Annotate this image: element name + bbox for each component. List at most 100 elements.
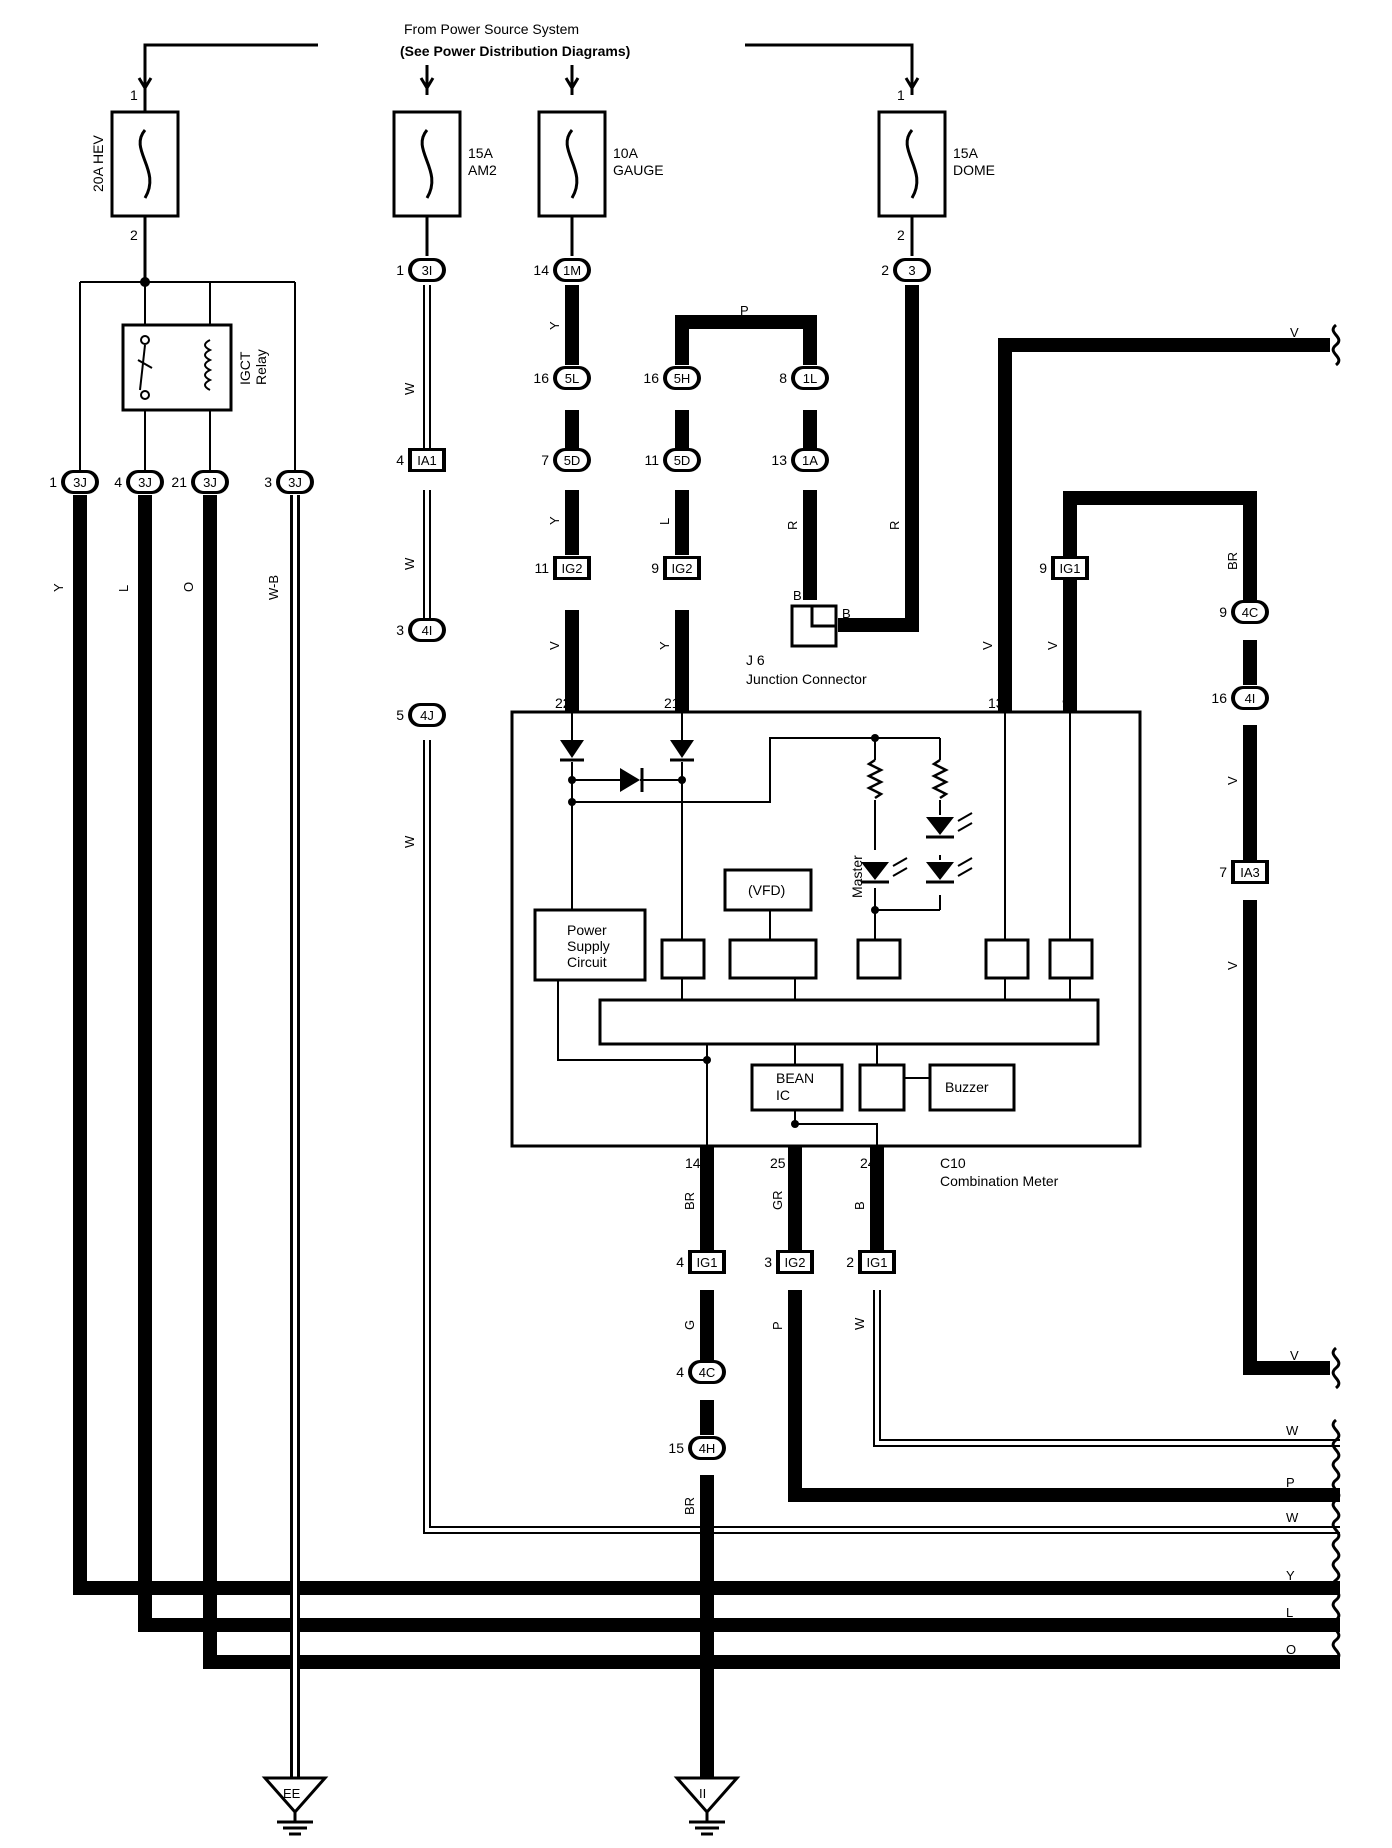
connector-label: 5H	[674, 371, 691, 386]
meter-pin-13: 13	[988, 695, 1004, 711]
connector-pin: 2	[846, 1254, 854, 1270]
wc-p-top: P	[740, 303, 749, 318]
fuse-hev-label: 20A HEV	[90, 135, 106, 192]
connector-label: 3J	[138, 475, 152, 490]
connector-label: 4J	[420, 708, 434, 723]
connector-label: 3J	[203, 475, 217, 490]
am2-w-wire	[423, 285, 1340, 1534]
edge-y: Y	[1286, 1568, 1295, 1583]
relay-line1: IGCT	[237, 351, 253, 385]
connector-c3-2: 32	[881, 258, 931, 282]
connector-label: 1A	[802, 453, 818, 468]
meter-id: C10	[940, 1155, 966, 1171]
vfd-block: (VFD)	[723, 868, 813, 912]
hev-thick-wires	[73, 495, 1340, 1669]
connector-pin: 4	[114, 474, 122, 490]
buzzer-driver-block	[858, 1063, 906, 1112]
connector-pin: 11	[644, 452, 659, 468]
connector-pin: 9	[651, 560, 659, 576]
meter-pin-21: 21	[664, 695, 680, 711]
connector-label: 3J	[73, 475, 87, 490]
fuse-hev: 1 2 20A HEV	[90, 87, 180, 282]
connector-label: 5D	[564, 453, 581, 468]
vfd-driver-block	[728, 938, 818, 980]
wc-br-right: BR	[1225, 552, 1240, 570]
connector-label: 1M	[563, 263, 581, 278]
bean-ic-block: BEAN IC	[750, 1063, 844, 1112]
led-lower	[926, 857, 973, 884]
wc-am2-w3: W	[402, 835, 417, 848]
fuse-dome: 1 2 15A DOME	[877, 87, 995, 256]
power-source-line2: (See Power Distribution Diagrams)	[400, 43, 630, 59]
meter-lower-wires	[700, 1146, 1340, 1778]
fuse-hev-pin-out: 2	[130, 227, 138, 243]
connector-c4c-4: 4C4	[676, 1360, 726, 1384]
connector-label: 4H	[699, 1441, 716, 1456]
connector-label: 1L	[803, 371, 817, 386]
connector-pin: 2	[881, 262, 889, 278]
buzzer-label: Buzzer	[945, 1079, 989, 1095]
fuse-am2: 15A AM2	[392, 110, 497, 256]
wc-mid-l: L	[657, 518, 672, 525]
connector-label: 4I	[1245, 691, 1256, 706]
wc-mid-y: Y	[657, 641, 672, 650]
connector-pin: 7	[1219, 864, 1227, 880]
combination-meter-c10: Master Power Supply Circuit (VFD) BEAN I…	[510, 695, 1142, 1189]
edge-o: O	[1286, 1642, 1296, 1657]
fuse-am2-name: AM2	[468, 162, 497, 178]
igct-relay: IGCT Relay	[121, 323, 269, 412]
dome-r-wire	[838, 285, 919, 632]
connector-pin: 1	[396, 262, 404, 278]
connector-label: 3I	[422, 263, 433, 278]
connector-label: IA3	[1240, 865, 1260, 880]
connector-label: 3J	[288, 475, 302, 490]
wc-r1: R	[785, 521, 800, 530]
connector-pin: 9	[1039, 560, 1047, 576]
connector-cig2-3: IG2 3	[764, 1250, 814, 1274]
wire-break-squiggles	[1331, 323, 1341, 1662]
connector-pin: 3	[264, 474, 272, 490]
junction-name: Junction Connector	[746, 671, 867, 687]
connector-c3i-1: 3I 1	[396, 258, 446, 282]
connector-label: 5L	[565, 371, 579, 386]
block-21	[660, 938, 706, 980]
fuse-dome-pin-in: 1	[897, 87, 905, 103]
w-low-wire	[873, 1290, 1340, 1447]
edge-top-v: V	[1290, 325, 1299, 340]
led-upper	[926, 812, 973, 839]
connector-pin: 16	[533, 370, 549, 386]
connector-label: 4C	[699, 1365, 716, 1380]
edge-p: P	[1286, 1475, 1295, 1490]
fuse-dome-name: DOME	[953, 162, 995, 178]
wc-br14: BR	[682, 1192, 697, 1210]
connector-label: 4I	[422, 623, 433, 638]
edge-w2: W	[1286, 1510, 1299, 1525]
diode-22	[560, 740, 584, 762]
wc-v-right2: V	[1225, 961, 1240, 970]
connector-pin: 4	[396, 452, 404, 468]
connector-pin: 3	[764, 1254, 772, 1270]
connector-c4i-3: 4I3	[396, 618, 446, 642]
hev-junction-dot	[140, 277, 150, 287]
edge-l: L	[1286, 1605, 1293, 1620]
power-supply-line2: Supply	[567, 938, 610, 954]
connector-c4j-5: 4J5	[396, 703, 446, 727]
meter-pin-14: 14	[685, 1155, 701, 1171]
connector-label: 3	[908, 263, 915, 278]
connector-pin: 9	[1219, 604, 1227, 620]
connector-pin: 21	[171, 474, 187, 490]
wc-hev-wb: W-B	[266, 575, 281, 600]
junction-id: J 6	[746, 652, 765, 668]
power-supply-line3: Circuit	[567, 954, 607, 970]
connector-label: IG2	[785, 1255, 806, 1270]
wc-b2: B	[842, 606, 851, 621]
connector-c1l-8: 1L8	[779, 366, 829, 390]
block-led	[856, 938, 902, 980]
